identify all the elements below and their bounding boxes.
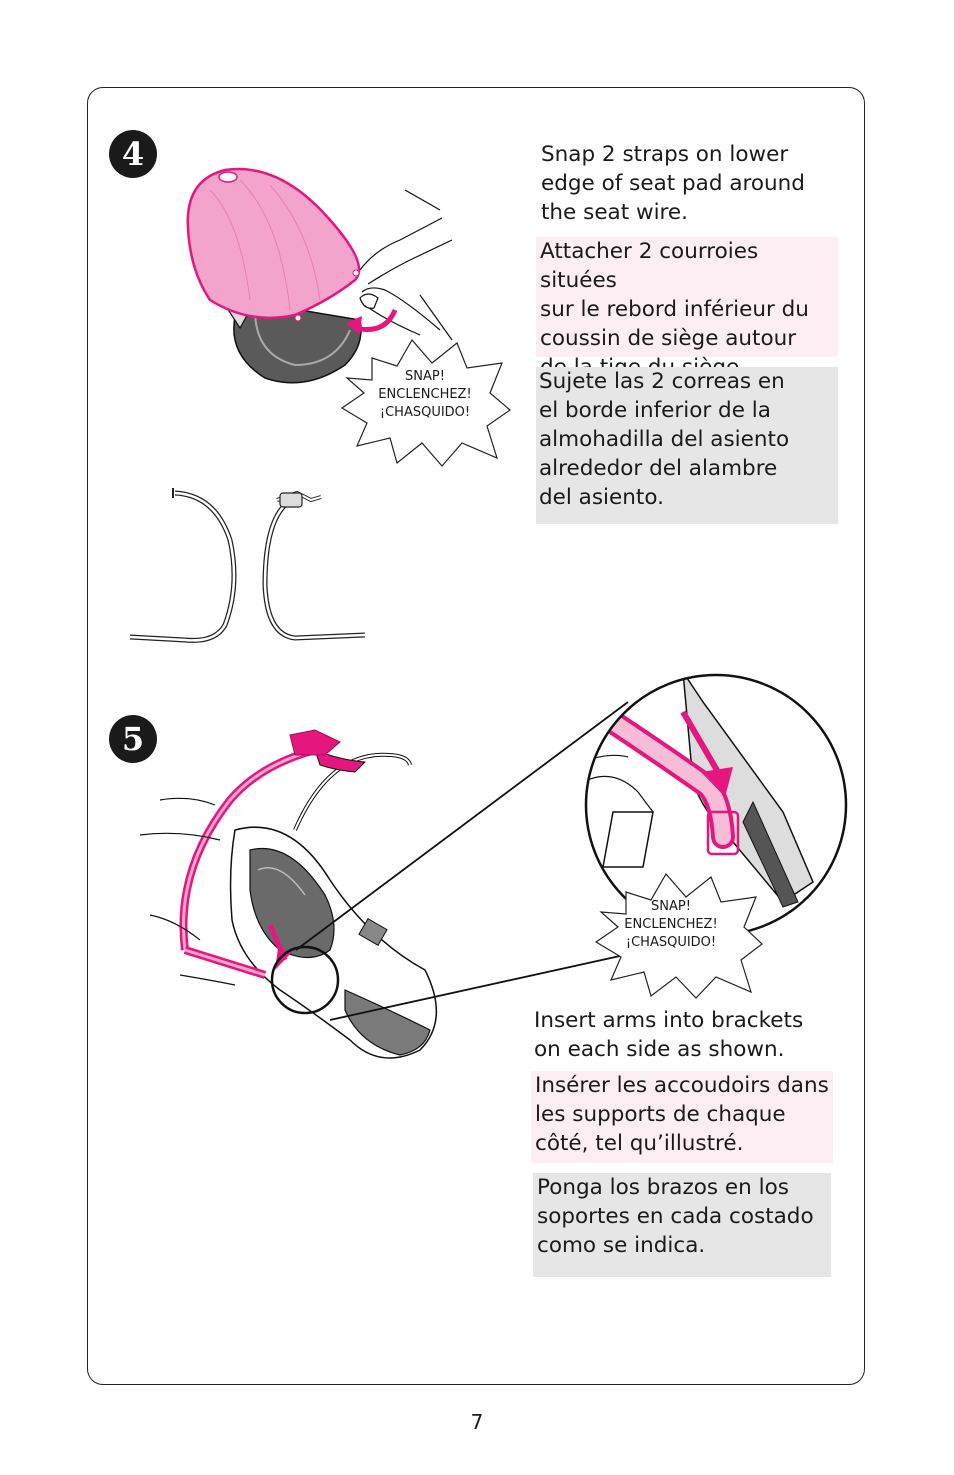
step-5-snap-label: SNAP! ENCLENCHEZ! ¡CHASQUIDO! [624, 899, 718, 950]
step-4-badge: 4 [109, 130, 157, 178]
step-5-spanish-text: Ponga los brazos en los soportes en cada… [533, 1173, 831, 1277]
snap-burst-shape [340, 338, 511, 467]
page-frame [87, 87, 865, 1385]
step-4-english-text: Snap 2 straps on lower edge of seat pad … [541, 142, 805, 225]
arm-insert-illustration [139, 729, 437, 1059]
step-4-snap-label: SNAP! ENCLENCHEZ! ¡CHASQUIDO! [378, 369, 472, 420]
step-5-badge: 5 [109, 715, 157, 763]
step-4-spanish-text: Sujete las 2 correas en el borde inferio… [536, 367, 838, 524]
step-5-french-text: Insérer les accoudoirs dans les supports… [531, 1071, 833, 1163]
snap-burst-shape-2 [594, 872, 763, 999]
page-number: 7 [470, 1410, 484, 1434]
seat-pad-illustration [186, 167, 453, 384]
bracket-detail-zoom [584, 673, 848, 937]
seat-wire-illustration [129, 488, 366, 643]
step-5-english-text: Insert arms into brackets on each side a… [534, 1008, 804, 1062]
